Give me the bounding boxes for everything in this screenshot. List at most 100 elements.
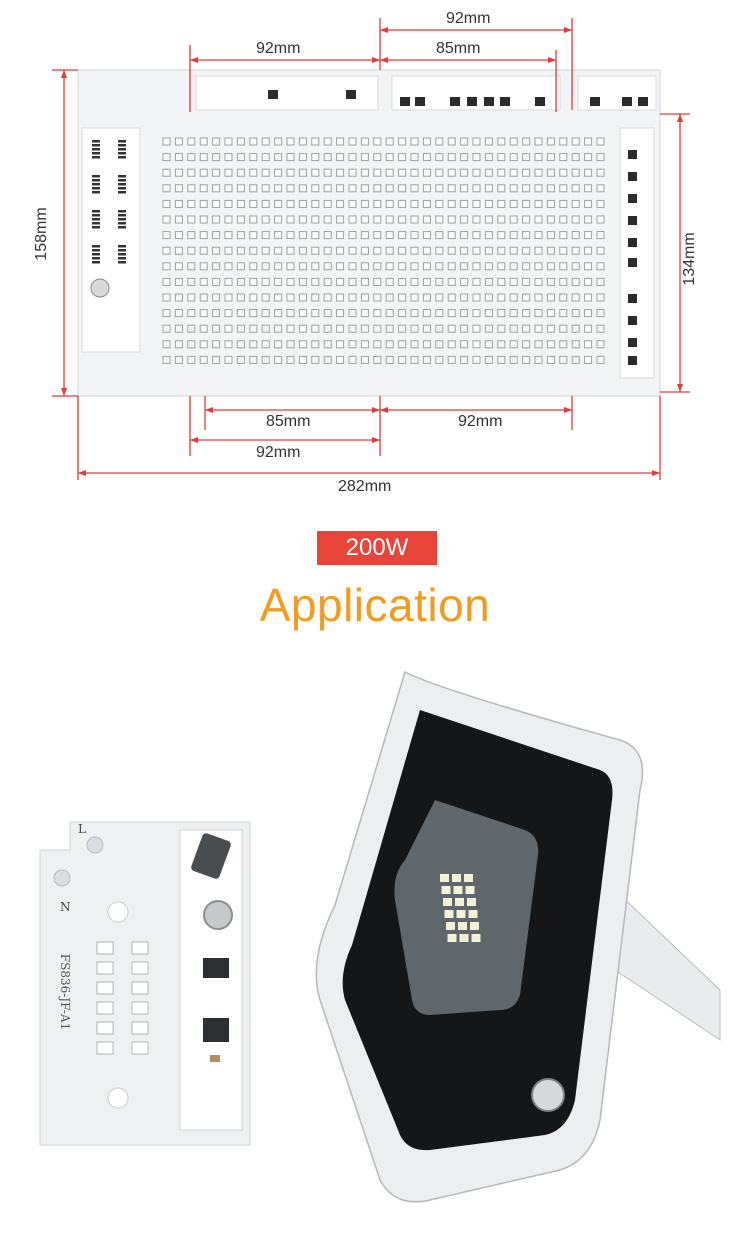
module-led (131, 941, 149, 955)
led-chip (497, 324, 506, 333)
led-chip (447, 246, 456, 255)
led-chip (174, 340, 183, 349)
led-chip (509, 324, 518, 333)
coil-turn (118, 253, 126, 256)
led-chip (274, 246, 283, 255)
led-chip (422, 215, 431, 224)
led-chip (212, 277, 221, 286)
led-chip (298, 153, 307, 162)
led-chip (559, 137, 568, 146)
led-chip (509, 293, 518, 302)
led-chip (472, 137, 481, 146)
module-led (96, 941, 114, 955)
led-chip (410, 355, 419, 364)
led-chip (385, 215, 394, 224)
led-chip (385, 277, 394, 286)
led-chip (286, 246, 295, 255)
led-chip (422, 309, 431, 318)
led-chip (274, 355, 283, 364)
led-chip (236, 309, 245, 318)
led-chip (199, 246, 208, 255)
module-led (96, 1041, 114, 1055)
led-chip (174, 184, 183, 193)
led-chip (298, 199, 307, 208)
led-chip (472, 277, 481, 286)
coil-turn (92, 156, 100, 159)
led-chip (174, 324, 183, 333)
led-chip (162, 246, 171, 255)
led-chip (447, 293, 456, 302)
led-chip (596, 262, 605, 271)
led-chip (472, 168, 481, 177)
led-chip (199, 324, 208, 333)
led-chip (522, 246, 531, 255)
led-chip (522, 153, 531, 162)
floodlight-led (470, 922, 479, 930)
led-chip (360, 246, 369, 255)
led-chip (534, 340, 543, 349)
led-chip (571, 215, 580, 224)
led-chip (199, 355, 208, 364)
led-chip (286, 153, 295, 162)
led-chip (373, 137, 382, 146)
led-chip (199, 309, 208, 318)
coil-turn (92, 175, 100, 178)
led-chip (162, 215, 171, 224)
module-led (131, 1041, 149, 1055)
led-chip (509, 340, 518, 349)
led-chip (336, 293, 345, 302)
led-chip (249, 246, 258, 255)
led-chip (435, 215, 444, 224)
led-chip (584, 324, 593, 333)
led-chip (274, 262, 283, 271)
led-chip (422, 137, 431, 146)
led-chip (348, 215, 357, 224)
led-chip (348, 184, 357, 193)
led-chip (522, 309, 531, 318)
led-chip (261, 199, 270, 208)
led-chip (360, 137, 369, 146)
led-chip (546, 246, 555, 255)
led-chip (398, 309, 407, 318)
led-chip (559, 324, 568, 333)
led-chip (162, 293, 171, 302)
led-chip (187, 277, 196, 286)
led-chip (323, 199, 332, 208)
led-chip (484, 168, 493, 177)
led-chip (336, 277, 345, 286)
led-chip (360, 262, 369, 271)
led-chip (559, 153, 568, 162)
floodlight-led (441, 886, 451, 894)
coil-turn (118, 152, 126, 155)
led-chip (236, 340, 245, 349)
coil-turn (92, 222, 100, 225)
led-chip (447, 324, 456, 333)
led-chip (522, 262, 531, 271)
component-chip (628, 172, 637, 181)
dimension-lines (52, 18, 690, 480)
led-chip (571, 137, 580, 146)
led-chip (162, 324, 171, 333)
led-chip (571, 293, 580, 302)
led-chip (348, 231, 357, 240)
led-chip (447, 199, 456, 208)
led-chip (199, 293, 208, 302)
coil-turn (118, 183, 126, 186)
led-chip (522, 199, 531, 208)
led-chip (546, 340, 555, 349)
led-chip (447, 215, 456, 224)
led-chip (162, 231, 171, 240)
component-chip (628, 316, 637, 325)
led-chip (398, 168, 407, 177)
led-chip (484, 309, 493, 318)
led-chip (311, 262, 320, 271)
led-chip (584, 340, 593, 349)
led-chip (410, 137, 419, 146)
led-chip (236, 231, 245, 240)
led-chip (199, 153, 208, 162)
led-chip (472, 309, 481, 318)
dim-total-width: 282mm (338, 478, 392, 495)
led-chip (584, 137, 593, 146)
led-chip (398, 355, 407, 364)
led-chip (360, 231, 369, 240)
